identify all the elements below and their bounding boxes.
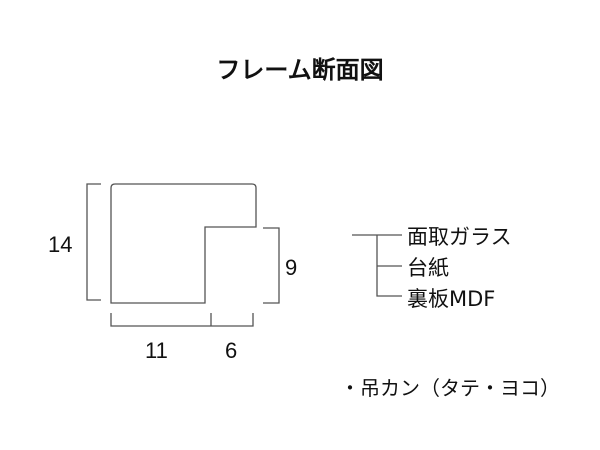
diagram-title: フレーム断面図 bbox=[216, 56, 384, 84]
height-inner-label: 9 bbox=[285, 255, 298, 280]
legend-item-backboard: 裏板MDF bbox=[407, 287, 496, 311]
width-rabbet-label: 6 bbox=[225, 338, 238, 363]
legend-leader-lines bbox=[352, 234, 402, 297]
legend-item-mat: 台紙 bbox=[407, 256, 449, 280]
height-inner-bracket bbox=[263, 227, 280, 304]
hanger-note: ・吊カン（タテ・ヨコ） bbox=[340, 376, 560, 400]
width-main-label: 11 bbox=[145, 338, 168, 363]
frame-profile-outline bbox=[110, 183, 257, 304]
height-total-bracket bbox=[86, 183, 101, 301]
width-bracket bbox=[110, 313, 254, 327]
height-total-label: 14 bbox=[48, 232, 73, 257]
legend-item-glass: 面取ガラス bbox=[407, 225, 512, 249]
